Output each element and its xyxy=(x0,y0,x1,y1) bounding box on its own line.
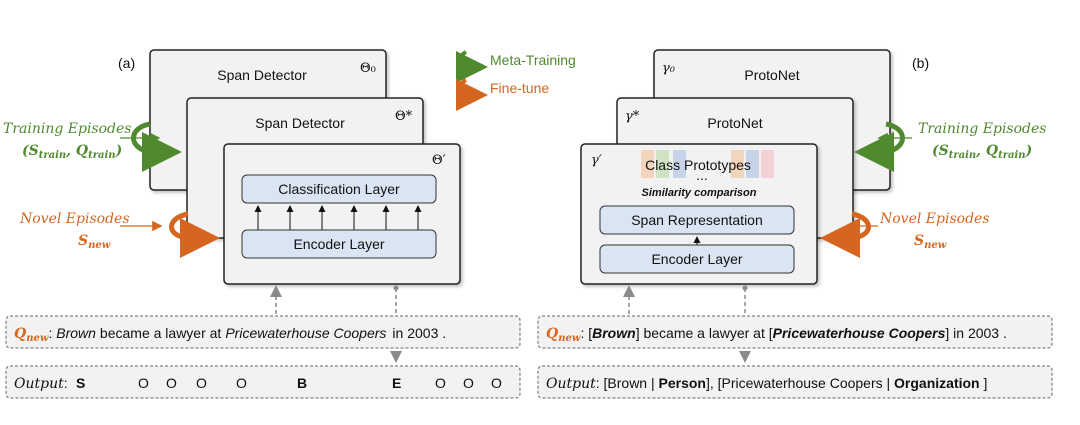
query-text-b: Qnew: [Brown] became a lawyer at [Pricew… xyxy=(546,325,1007,344)
span-detector-base-title: Span Detector xyxy=(217,67,307,83)
legend: Meta-Training Fine-tune xyxy=(456,50,576,111)
gamma-star-label: γ* xyxy=(625,109,640,124)
output-strip-b xyxy=(537,365,1053,399)
fine-tune-curl-b xyxy=(820,211,871,258)
class-prototypes-label: Class Prototypes xyxy=(645,157,751,173)
encoder-layer-label-a: Encoder Layer xyxy=(293,236,384,252)
meta-training-legend-label: Meta-Training xyxy=(490,52,576,68)
encoder-layer-box-b xyxy=(599,244,795,274)
protonet-finetuned-box: γ′ Class Prototypes ... Similarity compa… xyxy=(580,143,818,285)
output-tag: O xyxy=(166,375,177,391)
output-tag: O xyxy=(196,375,207,391)
meta-training-curl-a xyxy=(131,121,182,172)
protonet-base-title: ProtoNet xyxy=(744,67,799,83)
output-tag: O xyxy=(491,375,502,391)
meta-training-legend-icon xyxy=(456,50,488,83)
output-tag: E xyxy=(392,375,401,391)
span-representation-label: Span Representation xyxy=(631,212,763,228)
novel-episodes-label-b: Novel Episodes xyxy=(879,211,990,227)
panel-a-label: (a) xyxy=(118,55,135,71)
encoder-layer-label-b: Encoder Layer xyxy=(651,251,742,267)
query-strip-b xyxy=(537,315,1053,349)
classification-layer-label: Classification Layer xyxy=(278,181,400,197)
class-prototype-bars xyxy=(641,150,774,178)
panel-b-label: (b) xyxy=(912,55,929,71)
output-tag: O xyxy=(138,375,149,391)
training-episodes-label-a: Training Episodes xyxy=(3,121,131,137)
output-strip-a xyxy=(5,365,521,399)
output-tag: O xyxy=(236,375,247,391)
theta-prime-label: Θ′ xyxy=(432,153,446,168)
query-a-w1: Brown xyxy=(56,325,96,341)
gamma-zero-label: γ₀ xyxy=(662,61,676,76)
span-detector-meta-title: Span Detector xyxy=(255,115,345,131)
span-representation-box xyxy=(599,205,795,235)
query-a-w3: Pricewaterhouse Coopers xyxy=(225,325,386,341)
fine-tune-curl-a xyxy=(169,211,220,258)
novel-set-label-b: Snew xyxy=(914,233,947,251)
output-tag: O xyxy=(463,375,474,391)
output-text-b: Output: [Brown | Person], [Pricewaterhou… xyxy=(546,375,987,392)
theta-star-label: Θ* xyxy=(395,109,413,124)
output-label-a: Output: xyxy=(14,375,68,392)
encoder-layer-box-a xyxy=(241,229,437,259)
protonet-meta-title: ProtoNet xyxy=(707,115,762,131)
query-strip-a xyxy=(5,315,521,349)
fine-tune-legend-icon xyxy=(456,78,488,111)
query-a-w4: in 2003 . xyxy=(392,325,446,341)
similarity-comparison-label: Similarity comparison xyxy=(642,187,757,199)
encoder-to-classifier-arrows xyxy=(254,205,422,230)
training-episodes-label-b: Training Episodes xyxy=(918,121,1046,137)
novel-episodes-label-a: Novel Episodes xyxy=(19,211,130,227)
output-tag: O xyxy=(435,375,446,391)
classification-layer-box xyxy=(241,174,437,204)
prototype-ellipsis: ... xyxy=(696,167,708,183)
gamma-prime-label: γ′ xyxy=(591,153,602,168)
fine-tune-legend-label: Fine-tune xyxy=(490,80,549,96)
theta-zero-label: Θ₀ xyxy=(360,61,376,76)
span-detector-finetuned-box: Θ′ Classification Layer Encoder Layer xyxy=(223,143,461,285)
query-a-w2: became a lawyer at xyxy=(100,325,222,341)
training-set-label-a: (Strain, Qtrain) xyxy=(22,143,122,161)
novel-set-label-a: Snew xyxy=(78,233,111,251)
output-tag: B xyxy=(297,375,307,391)
training-set-label-b: (Strain, Qtrain) xyxy=(932,143,1032,161)
output-tag: S xyxy=(76,375,85,391)
meta-training-curl-b xyxy=(854,121,905,172)
